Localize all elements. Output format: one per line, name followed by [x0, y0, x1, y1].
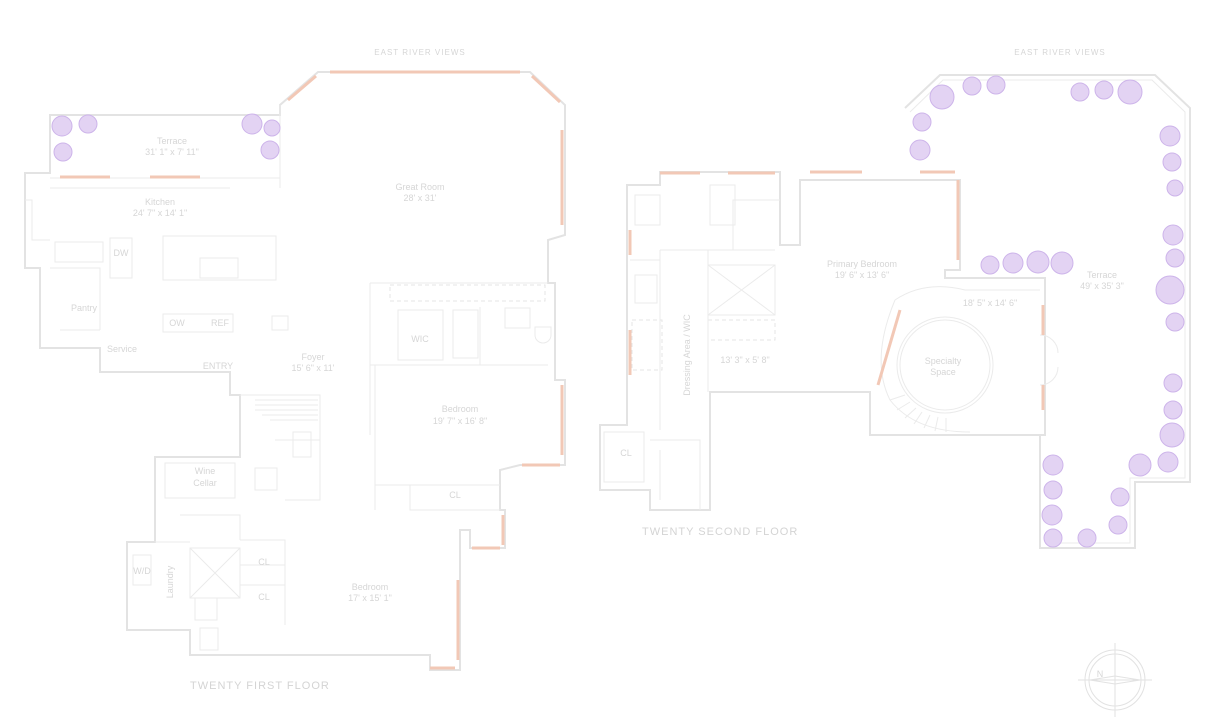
wine-cellar-label: Wine [195, 466, 216, 476]
laundry-label: Laundry [165, 565, 175, 598]
first-floor-view-label: EAST RIVER VIEWS [374, 48, 465, 57]
second-floor-view-label: EAST RIVER VIEWS [1014, 48, 1105, 57]
first-floor-terrace-plants [51, 113, 281, 162]
service-label: Service [107, 344, 137, 354]
entry-label: ENTRY [203, 361, 233, 371]
terrace-size: 31' 1" x 7' 11" [145, 147, 199, 157]
twenty-second-floor-plan: EAST RIVER VIEWS Primary Bedroom 19' 6" … [599, 48, 1191, 549]
foyer-label: Foyer [301, 352, 324, 362]
primary-bedroom-label: Primary Bedroom [827, 259, 897, 269]
specialty-space-sub: Space [930, 367, 956, 377]
closet-two-label: CL [258, 557, 270, 567]
great-room-label: Great Room [395, 182, 444, 192]
foyer-size: 15' 6" x 11' [292, 363, 335, 373]
compass-north-label: N [1097, 669, 1104, 679]
pantry-label: Pantry [71, 303, 98, 313]
compass-icon: N [1078, 643, 1152, 717]
second-closet-label: CL [620, 448, 632, 458]
second-terrace-label: Terrace [1087, 270, 1117, 280]
wic-label: WIC [411, 334, 429, 344]
terrace-label: Terrace [157, 136, 187, 146]
wd-label: W/D [133, 566, 151, 576]
great-room-size: 28' x 31' [404, 193, 437, 203]
first-floor-windows [60, 70, 564, 670]
primary-bedroom-size: 19' 6" x 13' 6" [835, 270, 889, 280]
bath-size: 13' 3" x 5' 8" [720, 355, 769, 365]
kitchen-size: 24' 7" x 14' 1" [133, 208, 187, 218]
bedroom-two-size: 17' x 15' 1" [348, 593, 392, 603]
second-floor-windows [628, 170, 1045, 410]
second-floor-terrace-wall [904, 74, 1191, 549]
hall-size: 18' 5" x 14' 6" [963, 298, 1017, 308]
specialty-space-outline [896, 316, 994, 414]
closet-one-label: CL [449, 490, 461, 500]
second-terrace-size: 49' x 35' 3" [1080, 281, 1124, 291]
ow-label: OW [169, 318, 185, 328]
second-floor-outer-wall [599, 171, 1046, 511]
bedroom-one-size: 19' 7" x 16' 8" [433, 416, 487, 426]
closet-three-label: CL [258, 592, 270, 602]
twenty-first-floor-title: TWENTY FIRST FLOOR [190, 680, 330, 692]
twenty-second-floor-title: TWENTY SECOND FLOOR [642, 526, 798, 538]
dw-label: DW [114, 248, 129, 258]
kitchen-label: Kitchen [145, 197, 175, 207]
wine-cellar-sub: Cellar [193, 478, 217, 488]
dressing-area-label: Dressing Area / WIC [682, 314, 692, 396]
specialty-space-label: Specialty [925, 356, 962, 366]
bedroom-two-label: Bedroom [352, 582, 389, 592]
bedroom-one-label: Bedroom [442, 404, 479, 414]
ref-label: REF [211, 318, 230, 328]
twenty-first-floor-plan: EAST RIVER VIEWS Terrace 31' 1" x 7' 11"… [24, 48, 566, 692]
second-floor-terrace-plants [909, 75, 1185, 548]
